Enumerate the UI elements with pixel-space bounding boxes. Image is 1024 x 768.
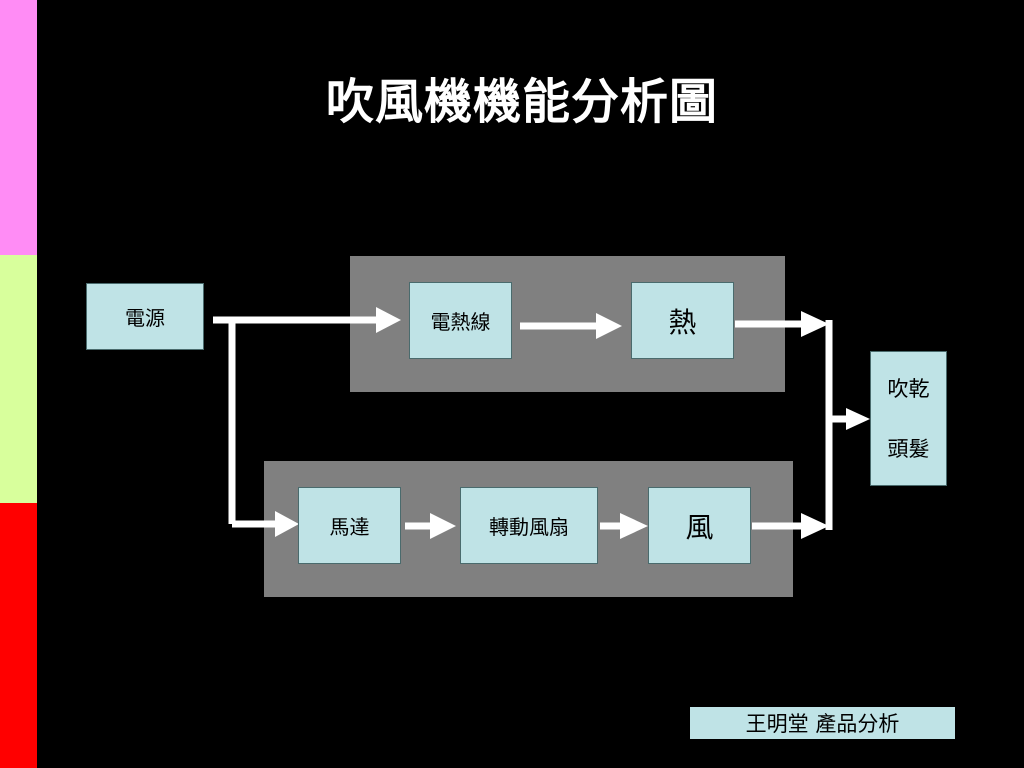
stripe-green <box>0 255 37 503</box>
slide-title: 吹風機機能分析圖 <box>325 74 718 130</box>
node-wind: 風 <box>648 487 751 564</box>
node-motor: 馬達 <box>298 487 401 564</box>
result-line-2: 頭髮 <box>887 436 930 461</box>
node-power: 電源 <box>86 283 204 350</box>
result-line-1: 吹乾 <box>887 376 930 401</box>
node-heat: 熱 <box>631 282 734 359</box>
node-rotating-fan: 轉動風扇 <box>460 487 598 564</box>
node-result: 吹乾 頭髮 <box>870 351 947 486</box>
stripe-pink <box>0 0 37 255</box>
node-heating-wire: 電熱線 <box>409 282 512 359</box>
footer-credit: 王明堂 產品分析 <box>690 707 955 739</box>
stripe-red <box>0 503 37 768</box>
